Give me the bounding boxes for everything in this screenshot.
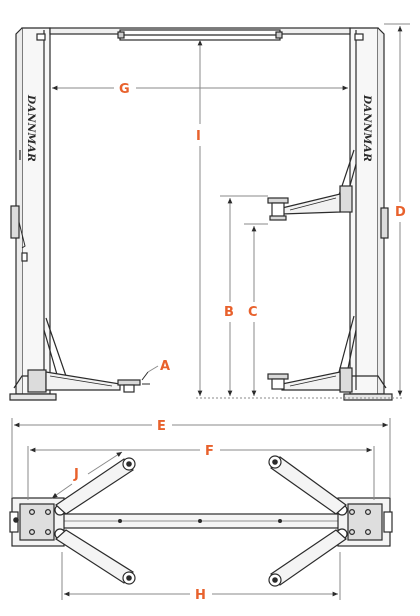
dim-label-h: H: [195, 588, 206, 603]
front-elevation: DANNMAR DANNMAR: [9, 27, 393, 401]
dim-j-line: [51, 483, 73, 499]
plan-arm-lower-left: [55, 529, 136, 585]
dim-label-e: E: [157, 419, 166, 434]
right-column: [343, 27, 393, 401]
dim-label-i: I: [196, 129, 201, 144]
left-lift-arm: [27, 317, 141, 393]
plan-arm-upper-left: [55, 457, 136, 515]
dim-a-line: [147, 365, 159, 373]
plan-arm-lower-right: [268, 529, 347, 587]
left-column: [9, 27, 57, 401]
right-lift-arm-lowered: [267, 315, 357, 393]
plan-view: [9, 455, 393, 587]
front-dimensions: [52, 23, 410, 399]
left-brand: DANNMAR: [25, 94, 37, 162]
plan-crossbar: [59, 513, 343, 529]
plan-arm-upper-right: [268, 455, 347, 515]
dim-label-b: B: [224, 305, 234, 320]
dim-label-a: A: [160, 359, 170, 374]
dim-label-d: D: [395, 205, 406, 220]
right-lift-arm-raised: [267, 149, 357, 221]
right-brand-text: DANNMAR: [361, 94, 373, 162]
right-brand: DANNMAR: [361, 94, 373, 162]
plan-dimensions: [11, 418, 391, 600]
dim-label-c: C: [248, 305, 258, 320]
dim-label-f: F: [205, 444, 214, 459]
overhead-beam: [49, 27, 351, 41]
front-labels: G I B C D A: [119, 82, 406, 374]
plan-labels: E F H J: [73, 419, 214, 603]
dim-label-j: J: [73, 467, 79, 482]
left-brand-text: DANNMAR: [25, 94, 37, 162]
dim-label-g: G: [119, 82, 130, 97]
